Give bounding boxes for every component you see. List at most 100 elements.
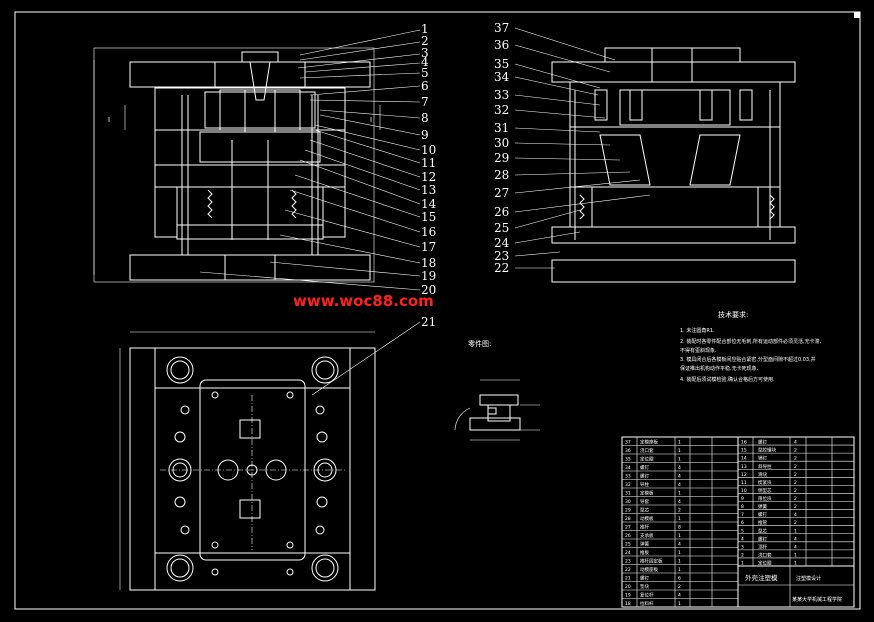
bom-row-no: 15	[741, 448, 747, 454]
bom-row-qty: 4	[678, 482, 681, 488]
bom-row-name: 定位圈	[640, 456, 654, 463]
callout-11: 11	[421, 156, 436, 170]
left-section-view: I I	[93, 47, 381, 283]
bom-row-name: 螺钉	[640, 473, 649, 480]
bom-row-no: 11	[741, 480, 747, 486]
callout-5: 5	[421, 66, 429, 80]
watermark: www.woc88.com	[293, 292, 434, 310]
bom-row-name: 顶杆	[758, 543, 767, 550]
bom-row-name: 弹簧	[758, 503, 767, 510]
bom-row-no: 19	[625, 593, 631, 599]
bom-row-qty: 2	[678, 584, 681, 590]
bom-row-qty: 6	[678, 576, 681, 582]
bom-row-name: 滑块	[758, 471, 767, 478]
callout-16: 16	[421, 225, 436, 239]
bom-row-no: 22	[625, 567, 631, 573]
bom-row-qty: 4	[794, 544, 797, 550]
svg-text:不得有歪斜现象.: 不得有歪斜现象.	[680, 347, 717, 354]
callout-35: 35	[494, 57, 509, 71]
callout-37: 37	[494, 21, 509, 35]
bom-row-no: 27	[625, 525, 631, 531]
bom-row-name: 型腔镶块	[758, 447, 776, 454]
bom-row-qty: 1	[678, 559, 681, 565]
svg-text:1. 未注圆角R1.: 1. 未注圆角R1.	[680, 327, 715, 334]
bom-row-no: 4	[741, 536, 744, 542]
callout-28: 28	[494, 168, 509, 182]
bom-row-name: 螺钉	[640, 464, 649, 471]
bom-row-name: 导套	[640, 498, 649, 505]
bom-row-qty: 1	[678, 448, 681, 454]
callout-36: 36	[494, 38, 509, 52]
bom-row-no: 25	[625, 542, 631, 548]
bom-row-no: 29	[625, 508, 631, 514]
callout-13: 13	[421, 183, 436, 197]
bom-row-no: 9	[741, 496, 744, 502]
bom-row-qty: 1	[678, 601, 681, 607]
bom-row-name: 拉料杆	[640, 600, 654, 607]
callout-30: 30	[494, 136, 509, 150]
callout-33: 33	[494, 88, 509, 102]
bom-row-name: 侧型芯	[758, 487, 772, 494]
bom-row-name: 推管	[758, 519, 767, 526]
svg-text:3. 模具闭合后各模板间应贴合紧密,分型面间隙不超过0.03: 3. 模具闭合后各模板间应贴合紧密,分型面间隙不超过0.03,并	[680, 356, 816, 363]
svg-text:保证推出机构动作平稳,无卡死现象.: 保证推出机构动作平稳,无卡死现象.	[680, 365, 759, 372]
bom-row-qty: 1	[678, 516, 681, 522]
bom-row-qty: 4	[678, 499, 681, 505]
bom-row-no: 36	[625, 448, 631, 454]
callout-29: 29	[494, 151, 509, 165]
callout-27: 27	[494, 186, 509, 200]
callout-7: 7	[421, 95, 429, 109]
left-callouts: 1 2 3 4 5 6 7 8 9 10 11 12 13 14 15 16 1…	[199, 22, 437, 396]
callout-6: 6	[421, 79, 429, 93]
bom-row-no: 21	[625, 576, 631, 582]
callout-22: 22	[494, 261, 509, 275]
bom-row-name: 导柱	[640, 481, 649, 488]
bom-row-qty: 2	[794, 456, 797, 462]
callout-14: 14	[421, 197, 437, 211]
bom-row-qty: 1	[678, 491, 681, 497]
bom-row-no: 1	[741, 561, 744, 567]
bom-row-name: 动模座板	[640, 566, 658, 573]
bom-row-name: 型芯	[640, 507, 649, 514]
callout-26: 26	[494, 205, 509, 219]
bom-row-qty: 2	[794, 464, 797, 470]
bom-row-qty: 4	[678, 593, 681, 599]
bom-row-name: 螺钉	[758, 439, 767, 446]
bom-row-no: 35	[625, 457, 631, 463]
callout-3: 3	[421, 46, 429, 60]
bom-row-name: 复位杆	[640, 592, 654, 599]
bom-row-name: 螺钉	[640, 575, 649, 582]
bom-row-no: 7	[741, 512, 744, 518]
bom-row-no: 30	[625, 499, 631, 505]
bom-row-no: 28	[625, 516, 631, 522]
tech-requirements: 1. 未注圆角R1. 2. 装配时各零件配合部位无毛刺,所有运动部件必须灵活,无…	[680, 327, 825, 383]
bom-row-name: 垫块	[640, 583, 649, 590]
bom-row-name: 推杆固定板	[640, 558, 663, 565]
corner-mark	[854, 12, 860, 18]
bom-row-name: 浇口套	[758, 551, 772, 558]
bom-row-qty: 1	[678, 567, 681, 573]
bom-row-name: 销钉	[758, 455, 767, 462]
section-mark-left: I	[108, 116, 110, 124]
bom-row-no: 32	[625, 482, 631, 488]
tech-requirements-title: 技术要求:	[718, 310, 748, 319]
callout-25: 25	[494, 221, 509, 235]
part-drawing-label: 零件图:	[468, 339, 491, 348]
bom-row-no: 8	[741, 504, 744, 510]
bom-row-no: 23	[625, 559, 631, 565]
bom-row-no: 16	[741, 440, 747, 446]
bom-row-qty: 2	[678, 508, 681, 514]
bom-row-name: 斜导柱	[758, 463, 772, 470]
bom-row-name: 推杆	[640, 524, 649, 531]
bom-row-name: 定位圈	[758, 560, 772, 567]
bom-row-no: 2	[741, 552, 744, 558]
bom-row-no: 33	[625, 474, 631, 480]
callout-17: 17	[421, 240, 436, 254]
bom-row-qty: 2	[794, 520, 797, 526]
bom-row-no: 6	[741, 520, 744, 526]
callout-19: 19	[421, 269, 436, 283]
section-mark-right: I	[370, 116, 372, 124]
callout-23: 23	[494, 249, 509, 263]
